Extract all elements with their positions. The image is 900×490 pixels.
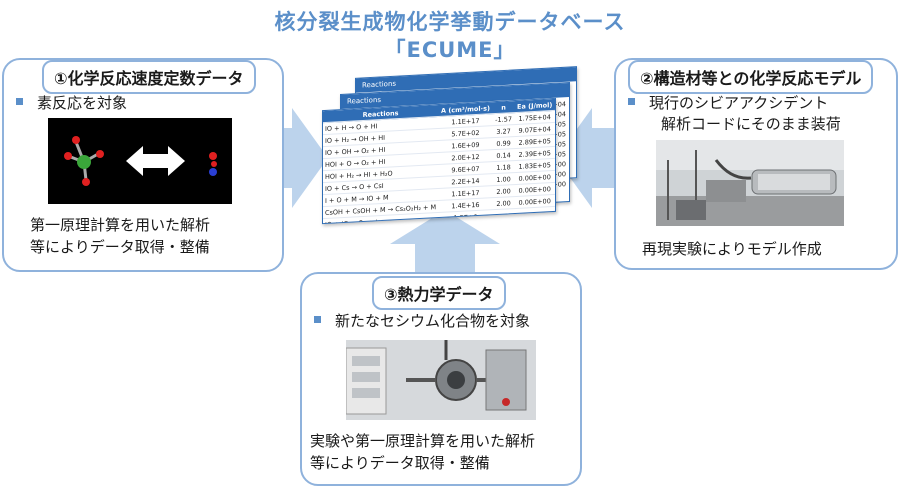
- bullet-marker: [628, 98, 635, 105]
- panel-kinetics-heading: ①化学反応速度定数データ: [42, 60, 256, 94]
- panel-thermodynamics-heading: ③熱力学データ: [372, 276, 506, 310]
- bullet-text: 新たなセシウム化合物を対象: [335, 312, 531, 330]
- panel-reaction-model-caption: 再現実験によりモデル作成: [642, 240, 822, 258]
- experiment-apparatus-photo: [656, 140, 844, 226]
- diagram-title: 核分裂生成物化学挙動データベース: [274, 10, 626, 34]
- panel-reaction-model-bullet: 現行のシビアアクシデント: [628, 92, 828, 114]
- panel-kinetics-bullet: 素反応を対象: [16, 92, 127, 114]
- bullet-marker: [314, 316, 321, 323]
- panel-kinetics-body-1: 第一原理計算を用いた解析: [30, 216, 211, 234]
- table-cell: [514, 218, 555, 225]
- panel-thermodynamics-bullet: 新たなセシウム化合物を対象: [314, 310, 530, 332]
- panel-kinetics-body-2: 等によりデータ取得・整備: [30, 238, 210, 256]
- bullet-marker: [16, 98, 23, 105]
- bullet-text: 素反応を対象: [37, 94, 128, 112]
- arrow-from-panel3: [390, 210, 500, 280]
- diagram-subtitle: 「ECUME」: [384, 38, 516, 62]
- panel-reaction-model-bullet-line2: 解析コードにそのまま装荷: [661, 115, 841, 133]
- table-cell: [514, 206, 555, 221]
- bullet-text: 現行のシビアアクシデント: [649, 94, 829, 112]
- panel-thermodynamics-body-2: 等によりデータ取得・整備: [310, 454, 490, 472]
- reaction-table: Reactions A (cm³/mol·s) n Ea (J/mol) IO …: [322, 97, 556, 225]
- panel-thermodynamics-body-1: 実験や第一原理計算を用いた解析: [310, 432, 536, 450]
- molecule-image: [48, 118, 232, 204]
- panel-reaction-model-heading: ②構造材等との化学反応モデル: [628, 60, 874, 94]
- thermo-apparatus-photo: [346, 340, 536, 420]
